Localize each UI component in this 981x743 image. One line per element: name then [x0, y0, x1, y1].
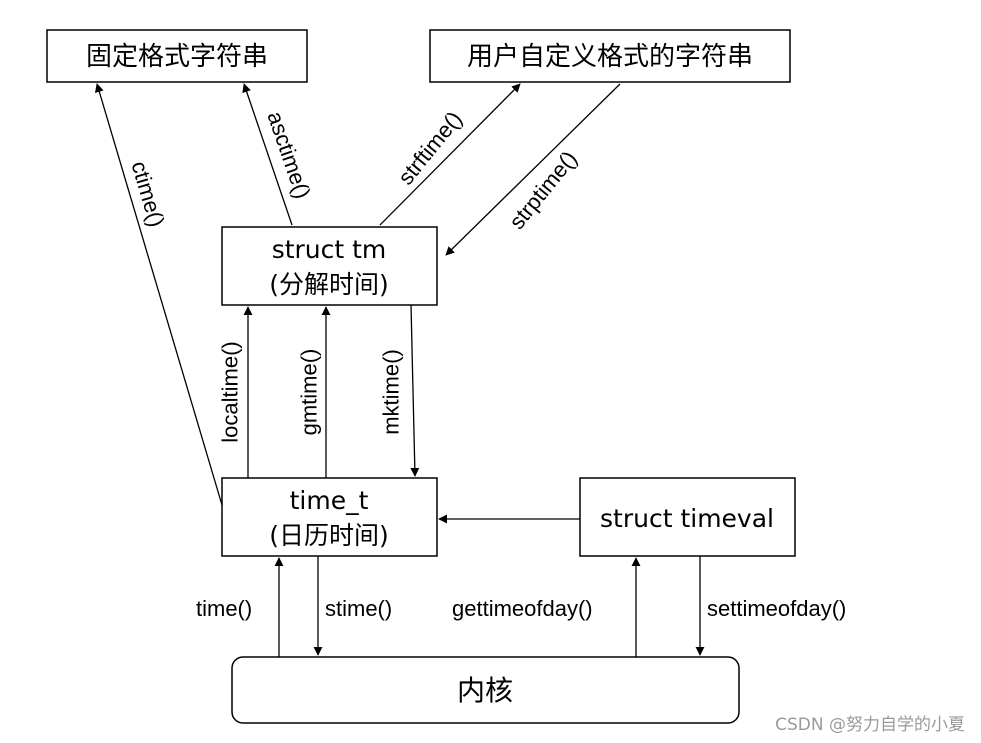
edge-ctime-arrow: [94, 83, 223, 506]
edge-gettimeofday-label: gettimeofday(): [452, 596, 593, 621]
edge-localtime-label: localtime(): [218, 341, 243, 442]
edge-settimeofday-label: settimeofday(): [707, 596, 846, 621]
node-kernel-label: 内核: [457, 674, 513, 707]
edge-mktime-arrow: [410, 304, 420, 477]
watermark: CSDN @努力自学的小夏: [775, 715, 965, 735]
node-struct-tm-line1: struct tm: [272, 235, 387, 264]
edge-strptime-arrow: [445, 83, 621, 256]
node-struct-timeval-label: struct timeval: [600, 504, 774, 533]
node-time-t-line1: time_t: [290, 486, 369, 515]
edge-ctime-label: ctime(): [126, 158, 169, 230]
edge-mktime-label: mktime(): [379, 349, 404, 435]
node-time-t: time_t (日历时间): [221, 477, 438, 557]
node-user-string-label: 用户自定义格式的字符串: [467, 42, 753, 72]
edge-asctime-label: asctime(): [262, 108, 315, 202]
edge-strftime-arrow: [379, 83, 521, 226]
edge-time-label: time(): [196, 596, 252, 621]
node-fixed-string-label: 固定格式字符串: [86, 42, 268, 72]
edge-stime-label: stime(): [325, 596, 392, 621]
node-struct-tm: struct tm (分解时间): [221, 226, 438, 306]
edge-gmtime-label: gmtime(): [297, 349, 322, 436]
edge-asctime-arrow: [242, 83, 293, 226]
node-struct-tm-line2: (分解时间): [269, 270, 389, 299]
node-user-string: 用户自定义格式的字符串: [429, 29, 791, 83]
node-kernel: 内核: [231, 656, 740, 724]
node-struct-timeval: struct timeval: [579, 477, 796, 557]
node-fixed-string: 固定格式字符串: [46, 29, 308, 83]
node-time-t-line2: (日历时间): [269, 521, 389, 550]
